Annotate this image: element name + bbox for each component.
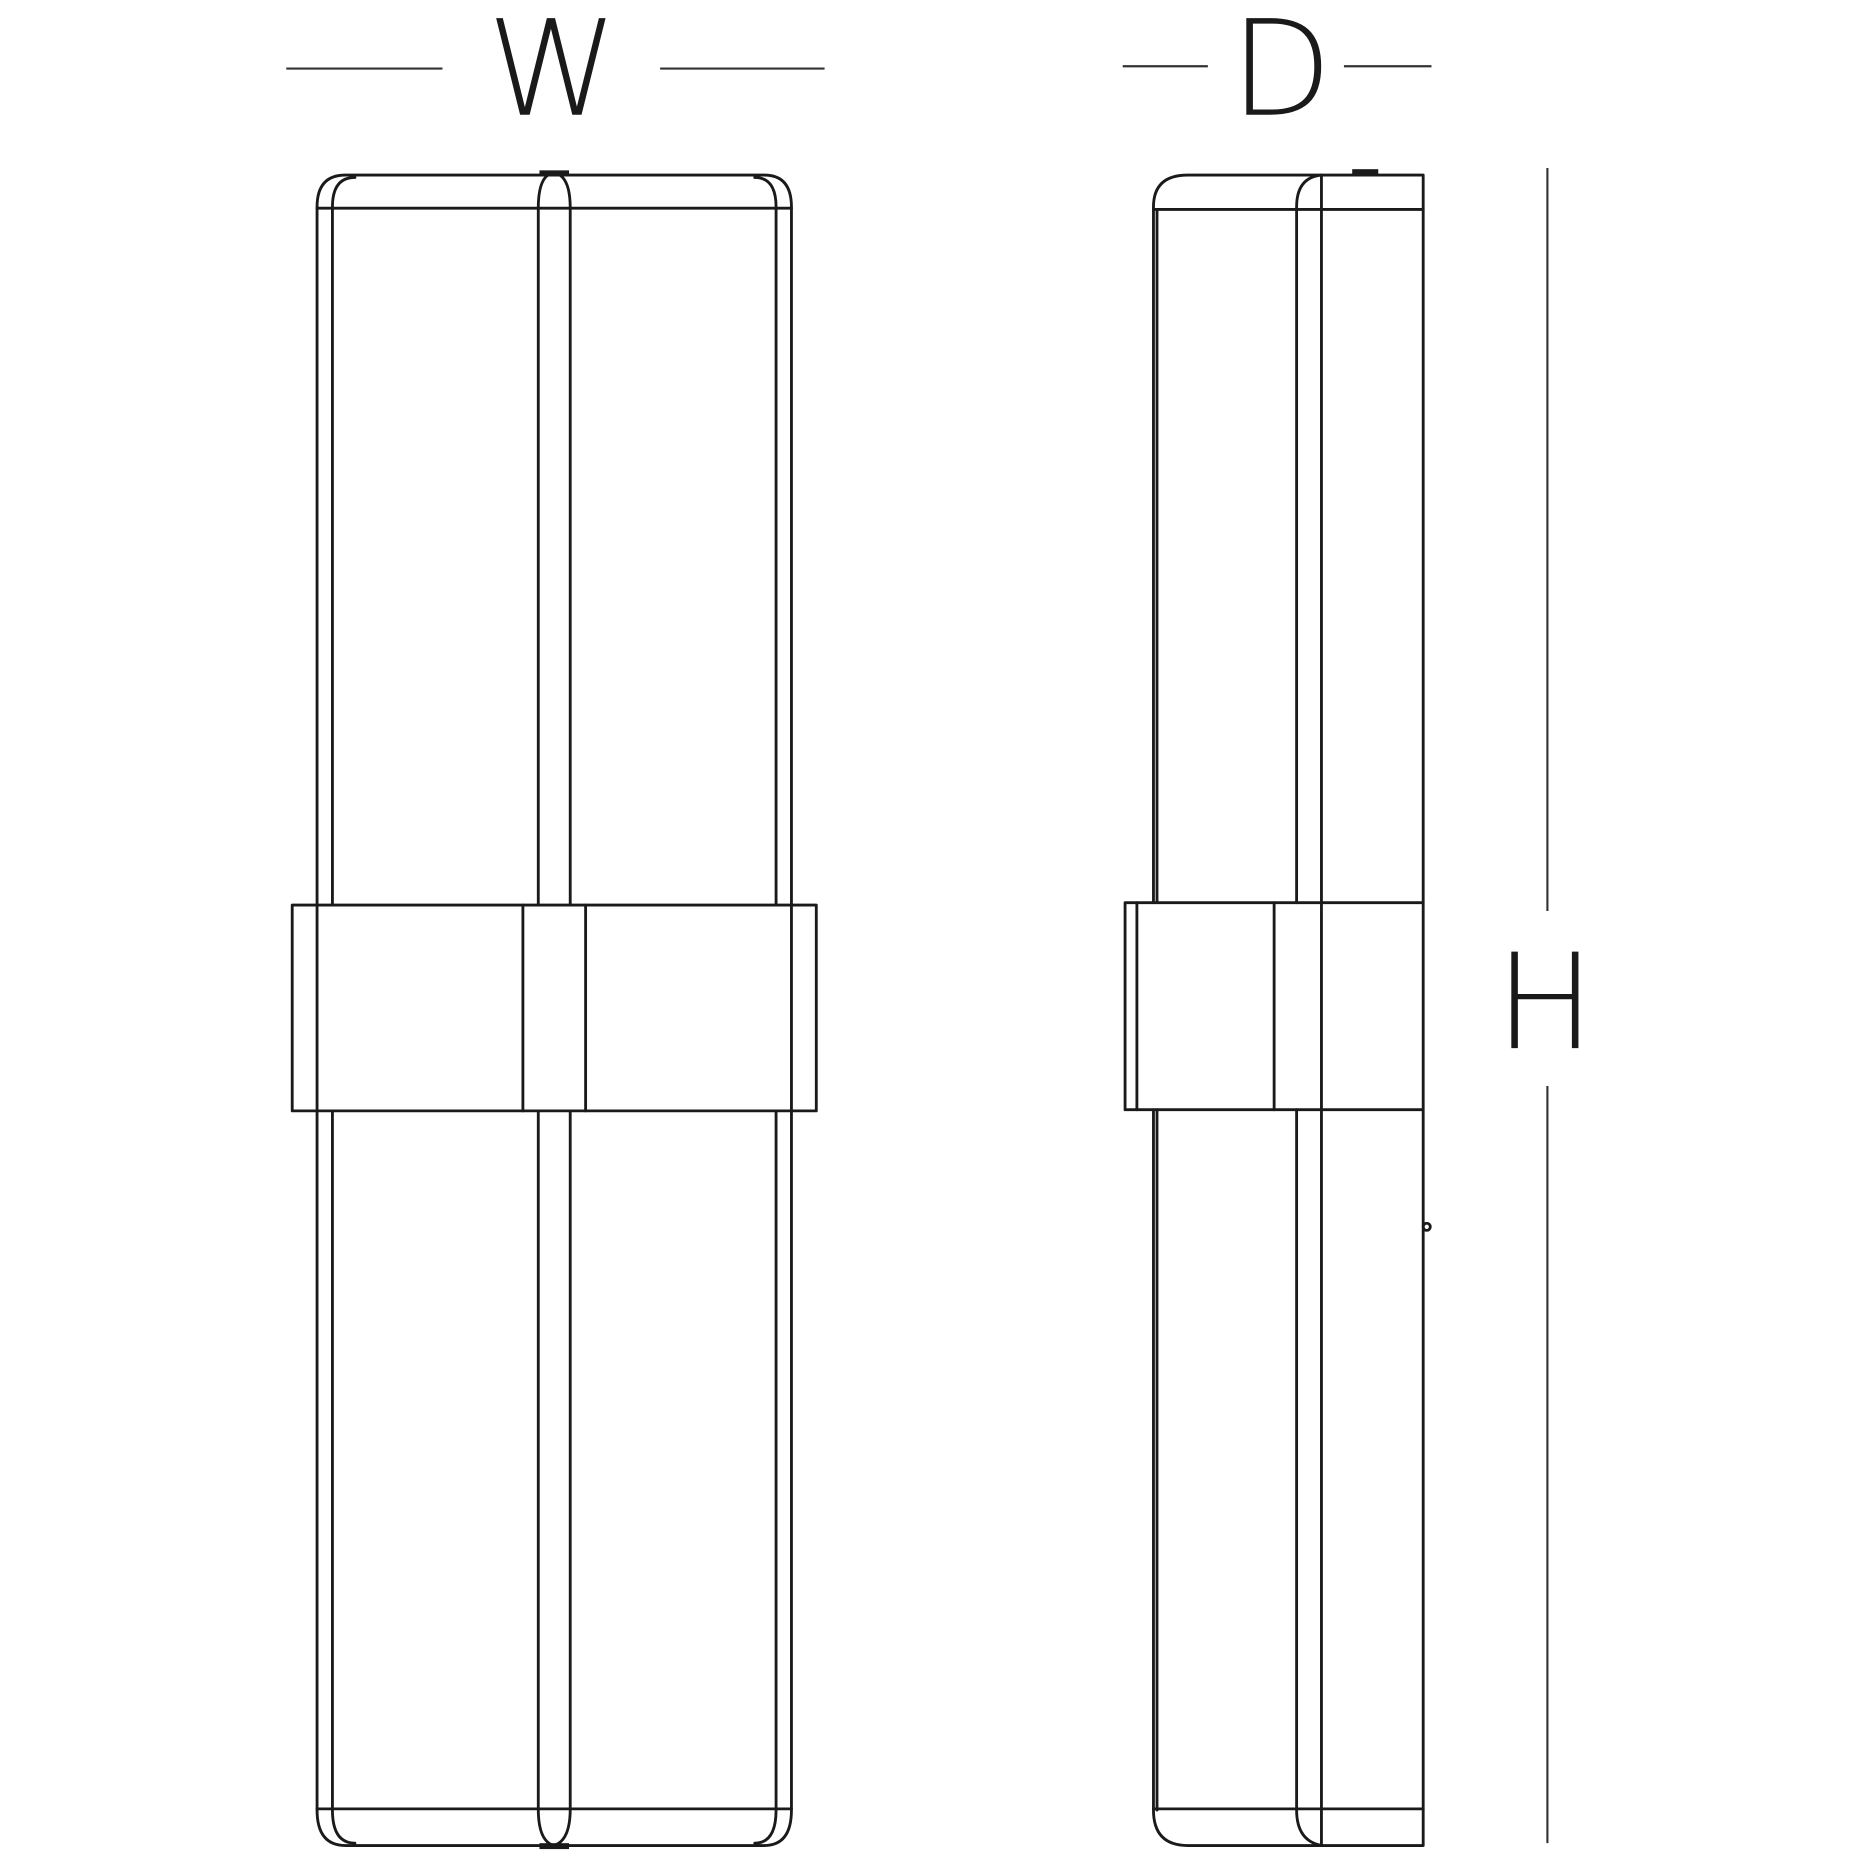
front-upper-shade-inner: [331, 176, 778, 907]
side-upper-shade-outer: [1152, 173, 1425, 905]
depth-dimension: D: [1122, 0, 1432, 147]
height-dimension: H: [1495, 167, 1595, 1844]
depth-label: D: [1230, 0, 1332, 147]
front-middle-band: [290, 903, 818, 1113]
side-top-mount-tab: [1352, 169, 1379, 176]
side-front-panel-lower: [1295, 1108, 1323, 1847]
side-front-panel-upper: [1295, 173, 1323, 905]
side-view: [1123, 169, 1432, 1847]
front-lower-shade-outer: [315, 1109, 793, 1847]
width-label: W: [487, 0, 618, 147]
height-label: H: [1495, 926, 1595, 1080]
front-bottom-mount-tab: [539, 1843, 570, 1850]
front-lower-shade-inner: [331, 1109, 778, 1845]
width-dimension: W: [286, 0, 825, 147]
side-wall-bracket-pin: [1421, 1221, 1432, 1232]
front-view: [290, 170, 818, 1850]
front-upper-shade-outer: [315, 173, 793, 907]
side-lower-shade-outer: [1152, 1108, 1425, 1847]
front-center-rib-lower: [536, 1109, 572, 1847]
front-top-mount-tab: [539, 170, 570, 177]
front-center-rib-upper: [536, 171, 572, 907]
